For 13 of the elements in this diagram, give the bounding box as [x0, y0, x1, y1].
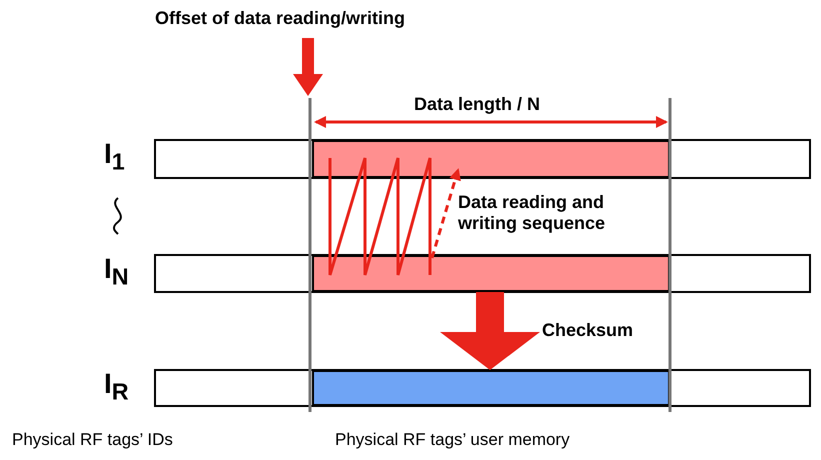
row-label: I$_{R}$	[104, 368, 129, 406]
block-arrow	[440, 292, 540, 370]
row-label: I$_{1}$	[104, 138, 125, 176]
heading-label: Offset of data reading/writing	[155, 8, 406, 29]
dimension-label: Data length / N	[414, 94, 540, 115]
axis-caption: Physical RF tags’ IDs	[12, 430, 173, 450]
memory-region	[312, 370, 670, 406]
edge-label: Data reading and writing sequence	[458, 192, 606, 234]
axis-caption: Physical RF tags’ user memory	[335, 430, 570, 450]
zigzag-arrow	[328, 156, 461, 276]
row-label: I$_{N}$	[104, 253, 129, 291]
memory-region	[312, 255, 670, 292]
memory-region	[312, 140, 670, 178]
